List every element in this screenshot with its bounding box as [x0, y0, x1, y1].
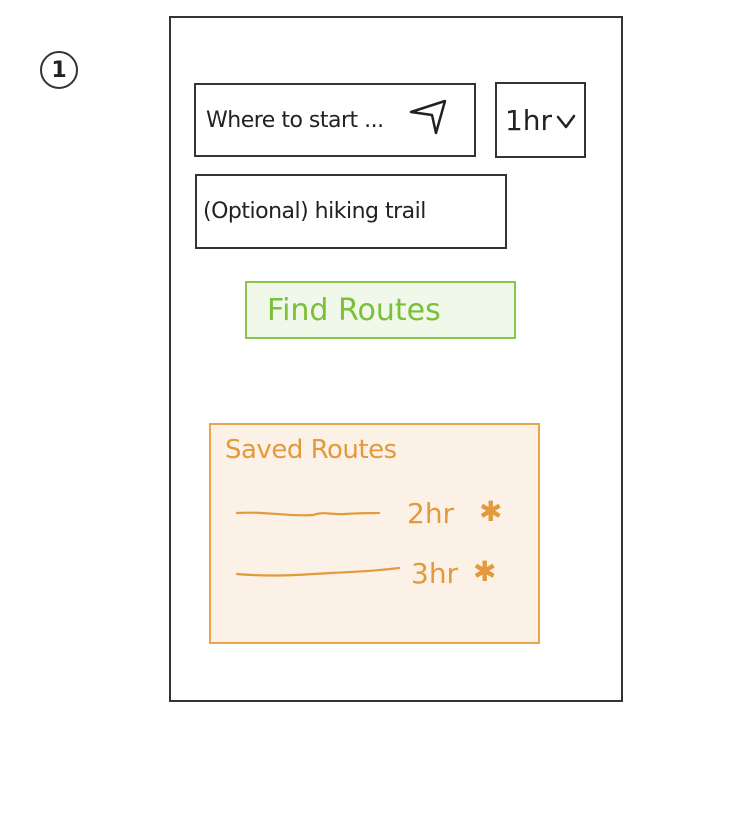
saved-routes-panel: Saved Routes 2hr ✱ 3hr ✱	[209, 423, 540, 644]
duration-select[interactable]: 1hr	[495, 82, 586, 158]
chevron-down-icon	[556, 104, 576, 137]
route-duration: 2hr	[407, 497, 455, 530]
route-preview-line	[235, 511, 381, 517]
saved-route-item[interactable]: 2hr ✱	[211, 493, 538, 533]
star-icon[interactable]: ✱	[473, 555, 497, 588]
hiking-trail-input[interactable]: (Optional) hiking trail	[195, 174, 507, 249]
start-location-placeholder: Where to start ...	[206, 107, 384, 133]
star-icon[interactable]: ✱	[479, 495, 503, 528]
step-number-marker: 1	[40, 51, 78, 89]
navigation-arrow-icon[interactable]	[408, 97, 448, 143]
hiking-trail-placeholder: (Optional) hiking trail	[203, 199, 426, 224]
find-routes-label: Find Routes	[267, 292, 441, 328]
duration-value: 1hr	[504, 103, 553, 137]
route-duration: 3hr	[411, 557, 459, 590]
route-preview-line	[235, 566, 401, 577]
start-location-input[interactable]: Where to start ...	[194, 83, 476, 157]
find-routes-button[interactable]: Find Routes	[245, 281, 516, 339]
saved-routes-title: Saved Routes	[225, 435, 397, 465]
saved-route-item[interactable]: 3hr ✱	[211, 553, 538, 593]
